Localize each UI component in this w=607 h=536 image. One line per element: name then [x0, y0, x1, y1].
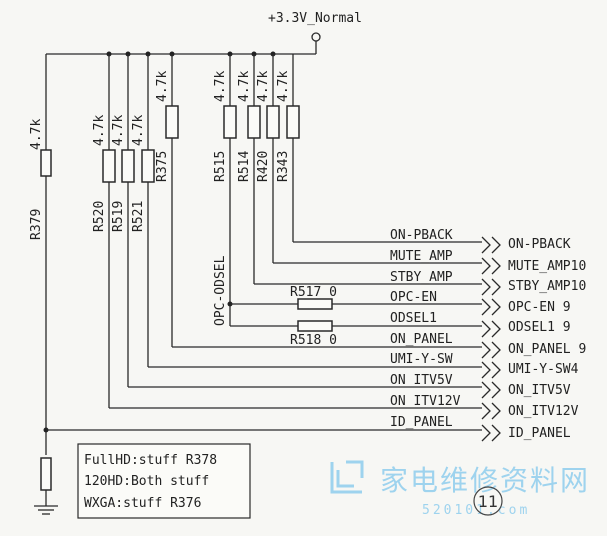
r520-ref: R520	[92, 201, 107, 232]
note-line-3: WXGA:stuff R376	[84, 496, 201, 511]
r521-ref: R521	[131, 201, 146, 232]
watermark-logo	[330, 460, 364, 494]
connector-chevron-1	[481, 257, 501, 275]
stuffing-note: FullHD:stuff R378 120HD:Both stuff WXGA:…	[77, 443, 251, 519]
net-on-itv5v: ON ITV5V	[390, 373, 453, 388]
resistor-r518: R518 0	[230, 320, 482, 348]
net-on-pback: ON-PBACK	[390, 228, 453, 243]
resistor-r375: 4.7k R375	[155, 54, 482, 348]
port-umi-y-sw4: UMI-Y-SW4	[508, 362, 579, 377]
resistor-r520: 4.7k R520	[92, 54, 482, 409]
connector-chevron-9	[481, 424, 501, 442]
connector-chevron-3	[481, 298, 501, 316]
resistor-r521: 4.7k R521	[131, 54, 482, 368]
supply-label: +3.3V_Normal	[268, 11, 362, 26]
resistor-r379: 4.7k R379	[29, 54, 52, 455]
r519-ref: R519	[111, 201, 126, 232]
connector-chevrons	[481, 236, 501, 442]
r518-label: R518 0	[290, 333, 337, 348]
r517-label: R517 0	[290, 285, 337, 300]
port-on-itv12v: ON_ITV12V	[508, 404, 579, 419]
r519-value: 4.7k	[111, 115, 126, 146]
connector-chevron-8	[481, 402, 501, 420]
resistor-r420: 4.7k R420	[256, 54, 482, 264]
net-opc-en: OPC-EN	[390, 290, 437, 305]
net-mute-amp: MUTE_AMP	[390, 249, 453, 264]
net-on-panel: ON_PANEL	[390, 332, 453, 347]
r520-value: 4.7k	[92, 115, 107, 146]
port-odsel1: ODSEL1 9	[508, 320, 571, 335]
opc-odsel-label: OPC-ODSEL	[213, 255, 228, 326]
resistor-r343: 4.7k R343	[276, 54, 482, 243]
connector-chevron-7	[481, 381, 501, 399]
connector-chevron-5	[481, 341, 501, 359]
r375-value: 4.7k	[155, 71, 170, 102]
resistor-bottom	[40, 457, 52, 506]
r375-ref: R375	[155, 151, 170, 182]
resistor-r515: 4.7k R515	[213, 54, 237, 326]
r515-value: 4.7k	[213, 71, 228, 102]
connector-chevron-2	[481, 278, 501, 296]
r420-value: 4.7k	[256, 71, 271, 102]
net-id-panel: ID_PANEL	[390, 415, 453, 430]
port-labels: ON-PBACK MUTE_AMP10 STBY_AMP10 OPC-EN 9 …	[508, 237, 586, 441]
port-on-panel: ON_PANEL 9	[508, 342, 586, 357]
note-line-1: FullHD:stuff R378	[84, 453, 217, 468]
net-on-itv12v: ON ITV12V	[390, 394, 461, 409]
ground-symbol	[34, 505, 58, 515]
net-umi-y-sw: UMI-Y-SW	[390, 352, 453, 367]
supply-node	[311, 32, 321, 42]
port-stby-amp10: STBY_AMP10	[508, 279, 586, 294]
port-opc-en: OPC-EN 9	[508, 300, 571, 315]
r420-ref: R420	[256, 151, 271, 182]
r514-ref: R514	[237, 151, 252, 182]
resistor-r514: 4.7k R514	[237, 54, 482, 285]
watermark-text: 家电维修资料网	[380, 464, 590, 497]
port-on-pback: ON-PBACK	[508, 237, 571, 252]
page-badge: 11	[473, 486, 503, 516]
note-line-2: 120HD:Both stuff	[84, 474, 209, 489]
r343-ref: R343	[276, 151, 291, 182]
port-on-itv5v: ON_ITV5V	[508, 383, 571, 398]
r343-value: 4.7k	[276, 71, 291, 102]
net-labels: ON-PBACK MUTE_AMP STBY_AMP OPC-EN ODSEL1…	[390, 228, 461, 430]
resistor-r517: R517 0	[230, 285, 482, 310]
page-number: 11	[478, 492, 498, 511]
r379-value: 4.7k	[29, 119, 44, 150]
r521-value: 4.7k	[131, 115, 146, 146]
r514-value: 4.7k	[237, 71, 252, 102]
port-mute-amp10: MUTE_AMP10	[508, 259, 586, 274]
r379-ref: R379	[29, 209, 44, 240]
resistor-r519: 4.7k R519	[111, 54, 482, 388]
port-id-panel: ID_PANEL	[508, 426, 571, 441]
connector-chevron-0	[481, 236, 501, 254]
watermark-url: 520101.com	[422, 503, 530, 518]
r515-ref: R515	[213, 151, 228, 182]
net-odsel1: ODSEL1	[390, 311, 437, 326]
net-stby-amp: STBY_AMP	[390, 270, 453, 285]
connector-chevron-6	[481, 361, 501, 379]
connector-chevron-4	[481, 320, 501, 338]
